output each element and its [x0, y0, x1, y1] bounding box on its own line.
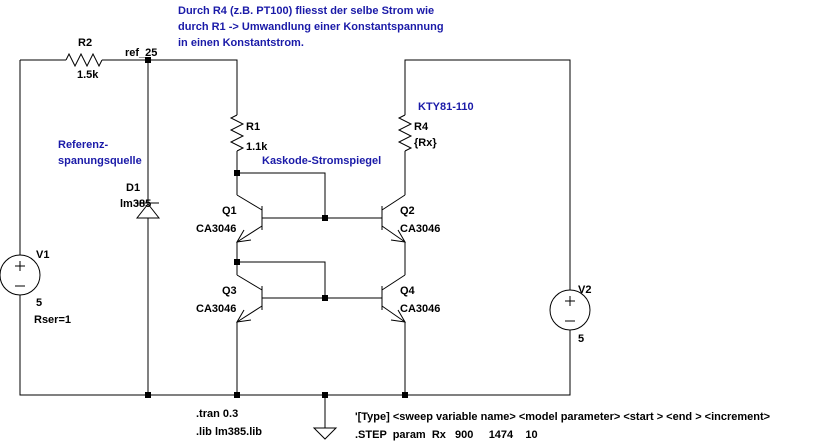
directive-step: .STEP param Rx 900 1474 10 — [355, 429, 538, 441]
transistor-q1-symbol — [236, 194, 263, 243]
junction-dot — [234, 392, 240, 398]
v1-name-label: V1 — [36, 249, 49, 261]
junction-dot — [322, 295, 328, 301]
r1-value-label: 1.1k — [246, 141, 268, 153]
wire-right-top — [404, 59, 571, 290]
junction-dot — [145, 57, 151, 63]
q3-name-label: Q3 — [222, 285, 237, 297]
directive-lib: .lib lm385.lib — [196, 426, 262, 438]
note-kaskode: Kaskode-Stromspiegel — [262, 155, 381, 167]
v1-extra-label: Rser=1 — [34, 314, 71, 326]
q4-name-label: Q4 — [400, 285, 416, 297]
transistor-q4-symbol — [381, 274, 406, 323]
q1-model-label: CA3046 — [196, 223, 236, 235]
resistor-r2-symbol — [65, 52, 103, 68]
transistor-q2-symbol — [381, 194, 406, 243]
d1-name-label: D1 — [126, 182, 140, 194]
junction-dot — [234, 259, 240, 265]
q4-model-label: CA3046 — [400, 303, 440, 315]
note-line-1: Durch R4 (z.B. PT100) fliesst der selbe … — [178, 5, 434, 17]
wire-q3-diode-link — [237, 261, 326, 298]
resistor-r1-symbol — [229, 114, 245, 152]
v2-value-label: 5 — [578, 333, 584, 345]
note-line-3: in einen Konstantstrom. — [178, 37, 304, 49]
diode-d1-symbol — [135, 196, 161, 226]
voltage-source-v1-symbol — [0, 254, 41, 296]
r2-value-label: 1.5k — [77, 69, 99, 81]
note-line-2: durch R1 -> Umwandlung einer Konstantspa… — [178, 21, 444, 33]
voltage-source-v2-symbol — [549, 289, 591, 331]
net-ref-label: ref_25 — [125, 47, 157, 59]
wire-q1-diode-link — [237, 172, 326, 218]
note-kty: KTY81-110 — [418, 101, 474, 113]
wire-left-loop — [19, 60, 571, 396]
ground-icon — [312, 427, 338, 440]
directive-step-comment: '[Type] <sweep variable name> <model par… — [355, 411, 770, 423]
r2-name-label: R2 — [78, 37, 92, 49]
transistor-q3-symbol — [236, 274, 263, 323]
wires — [19, 59, 571, 428]
junction-dot — [145, 392, 151, 398]
q2-name-label: Q2 — [400, 205, 415, 217]
junction-dot — [234, 170, 240, 176]
junction-dot — [402, 392, 408, 398]
d1-value-label: lm385 — [120, 198, 151, 210]
note-referenz-2: spanungsquelle — [58, 155, 142, 167]
junction-dot — [322, 392, 328, 398]
r4-value-label: {Rx} — [414, 137, 437, 149]
q3-model-label: CA3046 — [196, 303, 236, 315]
q2-model-label: CA3046 — [400, 223, 440, 235]
note-referenz-1: Referenz- — [58, 139, 108, 151]
r1-name-label: R1 — [246, 121, 260, 133]
junction-dot — [322, 215, 328, 221]
directive-tran: .tran 0.3 — [196, 408, 238, 420]
resistor-r4-symbol — [397, 114, 413, 152]
junctions — [145, 57, 408, 398]
q1-name-label: Q1 — [222, 205, 237, 217]
v2-name-label: V2 — [578, 284, 591, 296]
v1-value-label: 5 — [36, 297, 42, 309]
wire-top-left — [20, 59, 238, 115]
r4-name-label: R4 — [414, 121, 429, 133]
